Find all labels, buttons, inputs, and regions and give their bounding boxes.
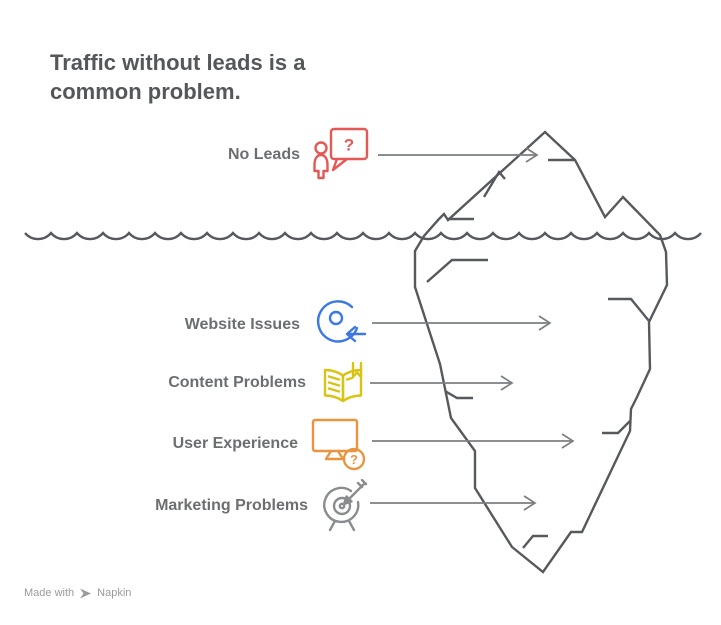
iceberg-outline <box>413 130 669 574</box>
item-user-experience: User Experience ? <box>173 417 368 471</box>
napkin-logo-icon <box>80 588 92 598</box>
item-label: Marketing Problems <box>155 497 308 514</box>
brand-text: Napkin <box>97 587 132 599</box>
svg-text:?: ? <box>350 452 358 467</box>
page-title-line2: common problem. <box>50 79 241 104</box>
monitor-question-icon: ? <box>311 418 366 471</box>
open-book-icon <box>323 361 363 403</box>
made-with-text: Made with <box>24 587 75 599</box>
person-question-icon: ? <box>313 127 369 180</box>
item-website-issues: Website Issues <box>185 297 368 353</box>
iceberg-facets <box>426 158 650 549</box>
item-marketing-problems: Marketing Problems <box>155 479 368 533</box>
waterline <box>24 231 702 241</box>
arrow-no-leads <box>378 147 539 163</box>
refresh-circle-icon <box>316 300 367 343</box>
arrow-website-issues <box>372 315 552 331</box>
svg-text:?: ? <box>344 136 354 155</box>
page-title: Traffic without leads is a common proble… <box>50 48 340 106</box>
arrow-content-problems <box>370 375 514 391</box>
item-label: Content Problems <box>168 374 306 391</box>
footer-attribution: Made with Napkin <box>24 587 131 599</box>
target-arrow-icon <box>323 479 368 532</box>
item-label: Website Issues <box>184 316 300 333</box>
item-label: User Experience <box>172 435 298 452</box>
item-no-leads: No Leads ? <box>228 126 370 184</box>
arrow-marketing-problems <box>370 495 537 511</box>
page-title-line1: Traffic without leads is a <box>50 50 306 75</box>
item-label: No Leads <box>227 146 300 163</box>
arrow-user-experience <box>372 433 575 449</box>
item-content-problems: Content Problems <box>168 358 368 408</box>
